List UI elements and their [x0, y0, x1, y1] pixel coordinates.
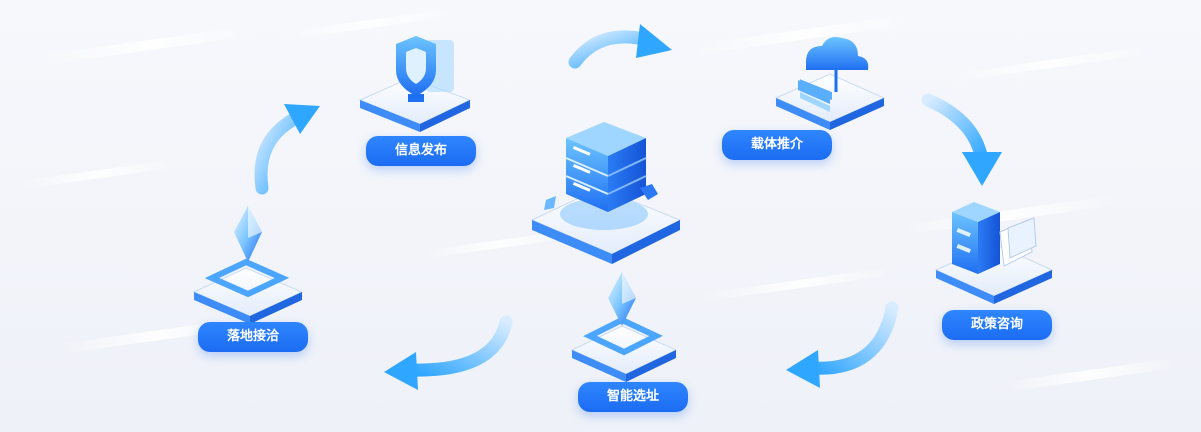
arrow-icon: [384, 315, 513, 390]
node-label-policy-consult: 政策咨询: [942, 310, 1052, 340]
cloud-server-icon: [774, 37, 886, 130]
node-label-smart-site: 智能选址: [578, 382, 688, 412]
arrow-icon: [786, 301, 899, 388]
location-gem-icon: [570, 272, 678, 382]
shield-icon: [358, 36, 472, 132]
arrow-icon: [921, 93, 1002, 186]
server-stack-icon: [530, 122, 682, 264]
node-label-info-publish: 信息发布: [366, 136, 476, 166]
node-label-carrier-promo: 载体推介: [722, 130, 832, 160]
arrow-icon: [254, 104, 320, 195]
location-gem-icon: [192, 206, 304, 324]
arrow-icon: [568, 24, 672, 69]
node-label-landing-talks: 落地接洽: [198, 322, 308, 352]
file-cabinet-icon: [934, 202, 1054, 304]
